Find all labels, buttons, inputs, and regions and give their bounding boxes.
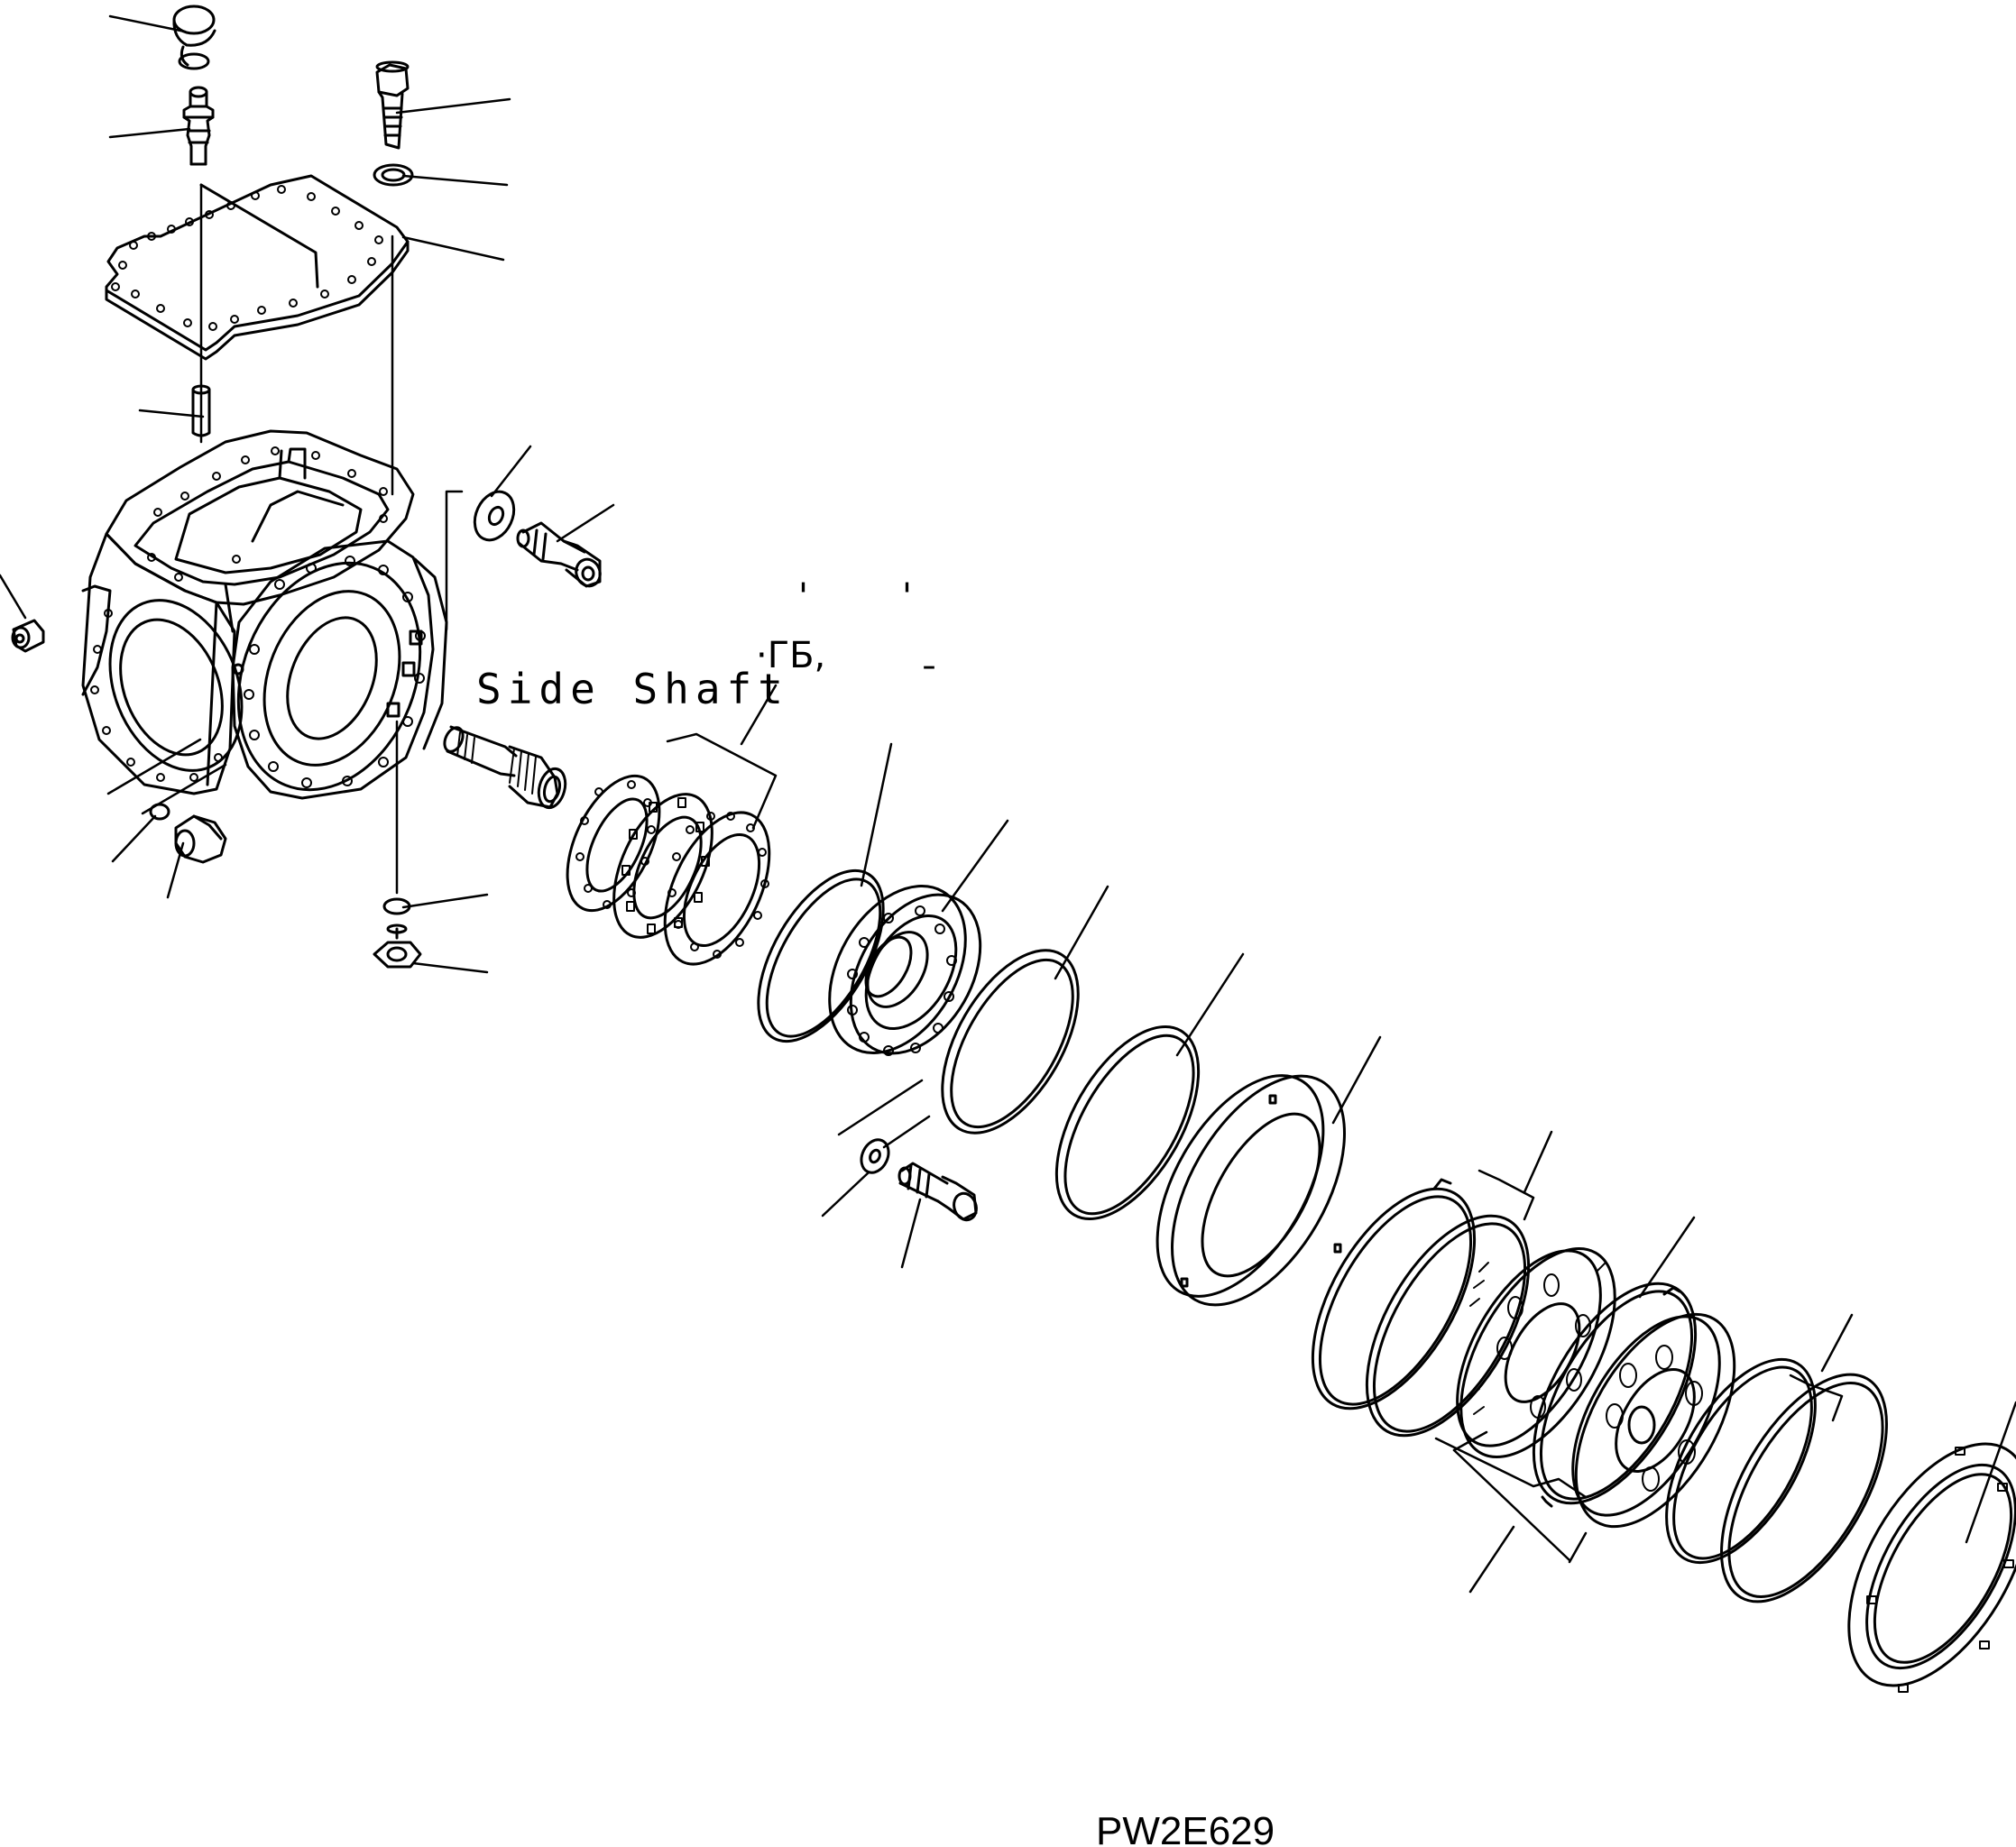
retainer-plate-icon xyxy=(1847,1442,2016,1693)
shim-plates xyxy=(566,774,771,966)
dowel-pin-icon xyxy=(191,384,211,437)
pressure-plate-icon xyxy=(1155,1074,1346,1307)
cover-washer-icon xyxy=(373,163,414,187)
drain-oring-icon xyxy=(382,897,411,915)
transmission-case xyxy=(81,429,448,800)
seal-ring-1-icon xyxy=(941,949,1080,1135)
cover-bolt-icon xyxy=(375,60,410,150)
clutch-pack xyxy=(1311,1178,1888,1603)
lower-oring-icon xyxy=(149,803,170,821)
side-shaft-label: Side Shaft xyxy=(476,665,789,713)
lower-plug-icon xyxy=(174,814,227,864)
breather-cap-icon xyxy=(172,5,216,70)
lower-bolt-icon xyxy=(898,1162,978,1222)
figure-code: PW2E629 xyxy=(1096,1809,1275,1847)
drain-plug-icon xyxy=(373,924,422,969)
left-plug-icon xyxy=(11,619,45,653)
leader-lines xyxy=(0,14,2016,1594)
top-cover-plate xyxy=(105,174,410,361)
breather-stem-icon xyxy=(182,86,215,166)
shim-plate-2 xyxy=(612,793,713,939)
friction-disc-1 xyxy=(1456,1246,1616,1459)
fragment-text-c: ·ГБ, xyxy=(756,635,825,676)
snap-ring-icon xyxy=(757,868,885,1043)
separator-plate-1 xyxy=(1311,1178,1477,1411)
lower-washer-icon xyxy=(860,1138,890,1174)
fragment-text-b: ' xyxy=(902,576,912,618)
separator-plate-3 xyxy=(1532,1282,1698,1508)
separator-plate-4 xyxy=(1665,1357,1817,1565)
socket-bolt-icon xyxy=(516,521,602,588)
fragment-text-a: ' xyxy=(798,576,808,618)
seal-ring-2-icon xyxy=(1054,1025,1201,1221)
brake-piston-icon xyxy=(828,885,982,1056)
fragment-text-d: ˍ xyxy=(920,630,938,672)
shim-plate-3 xyxy=(663,811,771,966)
friction-disc-2 xyxy=(1571,1312,1736,1529)
separator-plate-5 xyxy=(1720,1373,1888,1603)
washer-icon xyxy=(473,490,516,542)
side-shaft-icon xyxy=(443,725,567,810)
